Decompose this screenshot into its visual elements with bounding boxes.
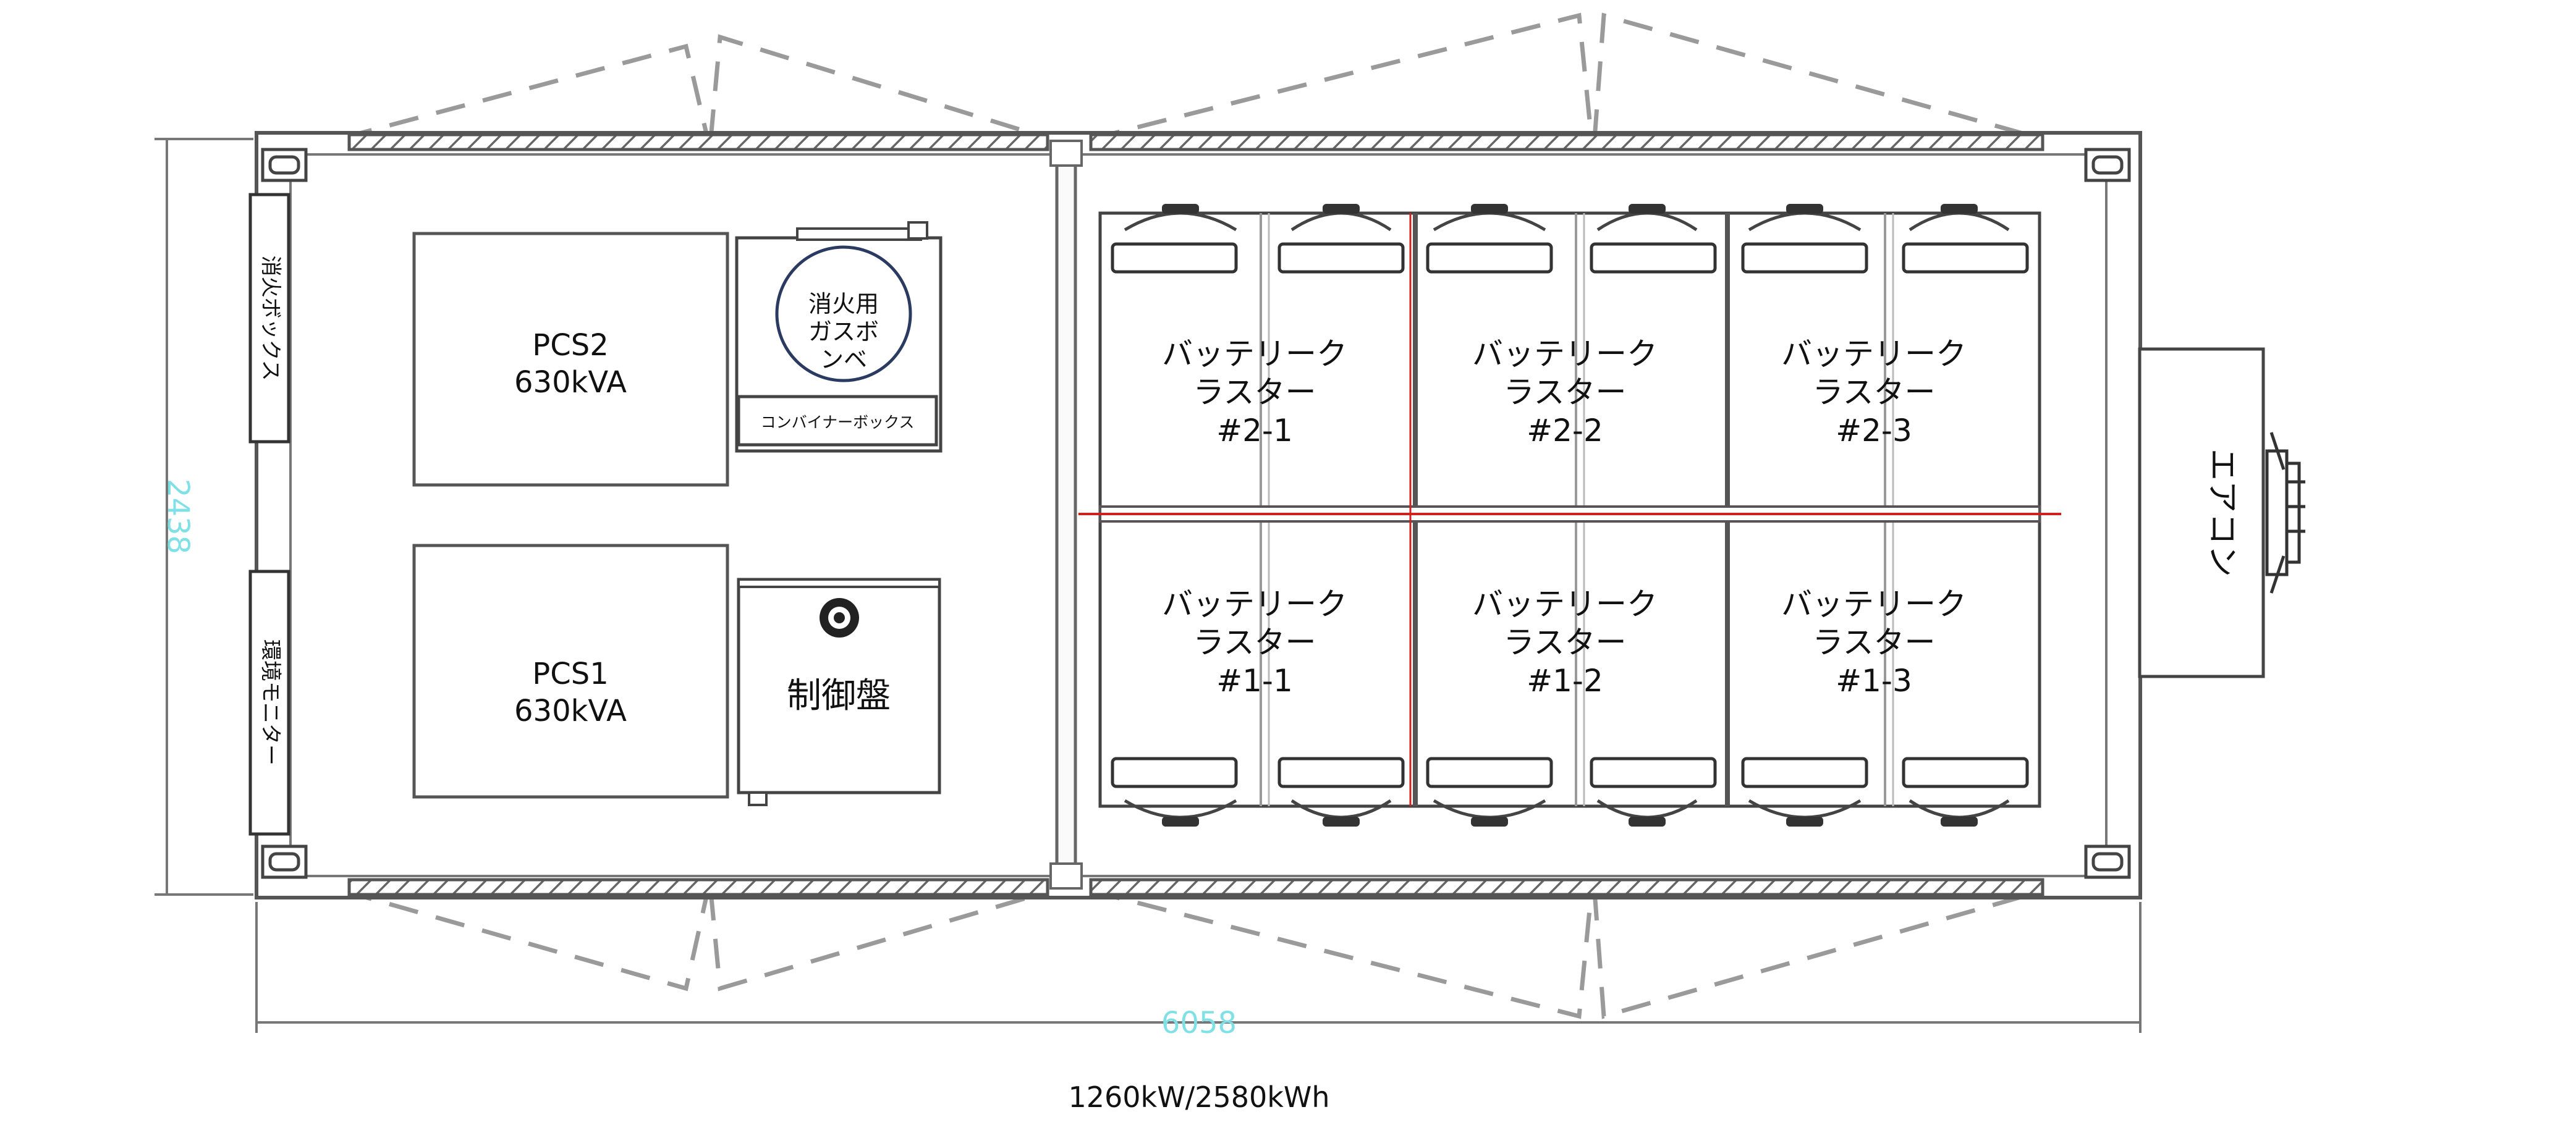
svg-text:バッテリーク: バッテリーク	[1162, 586, 1347, 622]
height-dimension: 2438	[155, 138, 253, 896]
svg-text:#1-1: #1-1	[1216, 663, 1293, 699]
battery-cluster-1-2: バッテリーク ラスター #1-2	[1472, 586, 1658, 699]
pcs1-rating: 630kVA	[514, 694, 627, 728]
battery-cluster-2-3: バッテリーク ラスター #2-3	[1781, 336, 1967, 449]
svg-text:#2-1: #2-1	[1216, 413, 1293, 449]
svg-text:バッテリーク: バッテリーク	[1781, 336, 1967, 372]
gas-cylinder	[775, 245, 912, 382]
combiner-box	[737, 395, 938, 447]
svg-text:#2-3: #2-3	[1836, 413, 1912, 449]
svg-text:#1-3: #1-3	[1836, 663, 1912, 699]
control-panel: 制御盤	[737, 578, 941, 806]
svg-text:バッテリーク: バッテリーク	[1472, 586, 1658, 622]
aircon-unit: エアコン	[2138, 347, 2305, 678]
fire-box	[248, 193, 290, 444]
battery-cluster-1-1: バッテリーク ラスター #1-1	[1162, 586, 1347, 699]
pcs2-box	[412, 232, 729, 487]
height-dimension-text: 2438	[161, 479, 195, 554]
svg-text:バッテリーク: バッテリーク	[1781, 586, 1967, 622]
environment-monitor-box	[248, 570, 290, 836]
corner-castings	[261, 148, 2131, 879]
svg-text:ラスター: ラスター	[1504, 625, 1627, 660]
partition-wall	[1049, 140, 1083, 890]
svg-text:バッテリーク: バッテリーク	[1472, 336, 1658, 372]
width-dimension-text: 6058	[1161, 1006, 1237, 1040]
control-panel-label: 制御盤	[787, 676, 891, 716]
svg-text:ラスター: ラスター	[1504, 374, 1627, 410]
hatched-walls	[347, 133, 2044, 896]
svg-text:ラスター: ラスター	[1813, 625, 1936, 660]
aircon-label: エアコン	[2203, 449, 2240, 577]
battery-cluster-2-1: バッテリーク ラスター #2-1	[1162, 336, 1347, 449]
pcs2-name: PCS2	[532, 328, 608, 363]
capacity-caption: 1260kW/2580kWh	[1068, 1080, 1329, 1114]
battery-cluster-1-3: バッテリーク ラスター #1-3	[1781, 586, 1967, 699]
combiner-box-label: コンバイナーボックス	[761, 413, 915, 431]
width-dimension: 6058	[255, 902, 2142, 1040]
pcs1-name: PCS1	[532, 657, 608, 691]
svg-text:ラスター: ラスター	[1813, 374, 1936, 410]
svg-text:#2-2: #2-2	[1527, 413, 1603, 449]
svg-text:#1-2: #1-2	[1527, 663, 1603, 699]
battery-area	[1078, 204, 2061, 827]
svg-text:バッテリーク: バッテリーク	[1162, 336, 1347, 372]
gas-cylinder-label-2: ガスボ	[808, 318, 879, 345]
door-swing-bottom	[342, 888, 2043, 1019]
fire-box-label: 消火ボックス	[258, 256, 283, 381]
svg-text:ラスター: ラスター	[1193, 625, 1316, 660]
gas-cylinder-label-1: 消火用	[808, 290, 879, 318]
door-swing-top	[342, 12, 2043, 141]
svg-text:ラスター: ラスター	[1193, 374, 1316, 410]
environment-monitor-label: 環境モニター	[258, 639, 283, 765]
pcs2-rating: 630kVA	[514, 365, 627, 400]
battery-cluster-2-2: バッテリーク ラスター #2-2	[1472, 336, 1658, 449]
pcs1-box	[412, 544, 729, 799]
gas-cylinder-label-3: ンベ	[820, 346, 867, 373]
